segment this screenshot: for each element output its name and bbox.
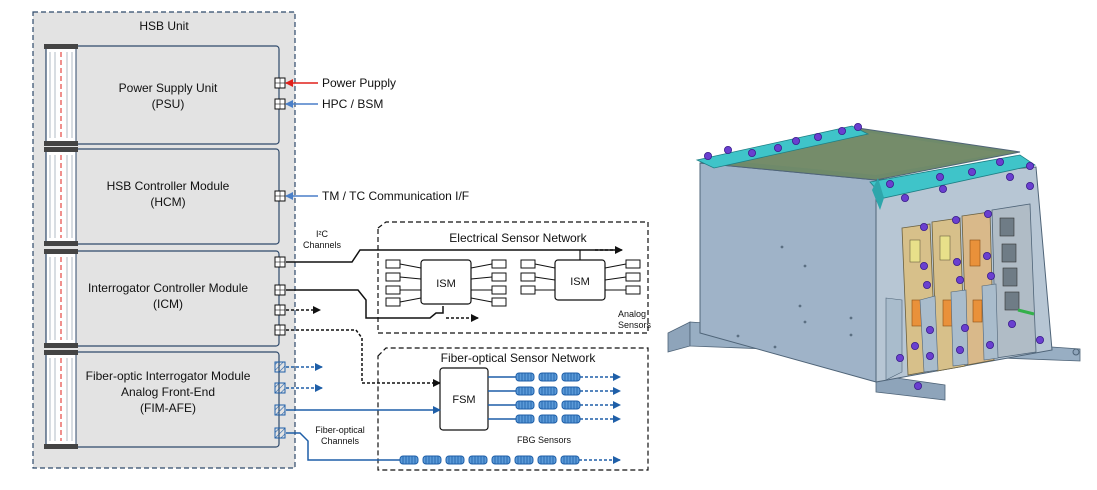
module-label-psu-0: Power Supply Unit	[119, 81, 218, 95]
module-label-hcm-1: (HCM)	[150, 195, 185, 209]
ism-left	[420, 259, 472, 305]
module-label-icm-0: Interrogator Controller Module	[88, 281, 248, 295]
module-label-hcm-0: HSB Controller Module	[107, 179, 230, 193]
fiber-optical-sensor-network: Fiber-optical Sensor Network FSM Fiber-o…	[286, 329, 649, 471]
hsb-unit-frame	[32, 11, 296, 469]
enclosure-render	[667, 123, 1081, 401]
fsm	[439, 367, 489, 431]
module-label-fim-afe-1: Analog Front-End	[121, 385, 215, 399]
psu-interfaces: Power Pupply HPC / BSM TM / TC Communica…	[285, 76, 469, 203]
ism-left-label: ISM	[436, 278, 456, 290]
hpc-bsm-label: HPC / BSM	[322, 97, 383, 111]
ism-right-sensors	[520, 259, 641, 295]
module-hcm: HSB Controller Module (HCM)	[44, 147, 286, 246]
card-slots	[885, 203, 1037, 381]
enclosure-front-face	[699, 162, 877, 383]
fiber-channels-label-2: Channels	[321, 436, 360, 446]
power-supply-label: Power Pupply	[322, 76, 396, 90]
fbg-bottom-chain	[399, 455, 621, 465]
module-icm: Interrogator Controller Module (ICM)	[44, 249, 286, 348]
tmtc-label: TM / TC Communication I/F	[322, 189, 469, 203]
analog-sensors-label-1: Analog	[618, 309, 646, 319]
fiber-network-title: Fiber-optical Sensor Network	[441, 351, 597, 365]
port-fim-afe-1	[274, 382, 286, 394]
module-label-fim-afe-2: (FIM-AFE)	[140, 401, 196, 415]
port-fim-afe-2	[274, 404, 286, 416]
electrical-sensor-network: Electrical Sensor Network ISM ISM Analog	[286, 221, 652, 334]
fsm-label: FSM	[452, 394, 475, 406]
fbg-sensors-label: FBG Sensors	[517, 435, 572, 445]
module-label-fim-afe-0: Fiber-optic Interrogator Module	[86, 369, 251, 383]
module-label-icm-1: (ICM)	[153, 297, 183, 311]
analog-sensors-label-2: Sensors	[618, 320, 652, 330]
port-fim-afe-3	[274, 427, 286, 439]
i2c-channels-label-1: I²C	[316, 229, 328, 239]
hsb-unit: HSB Unit Power Supply Unit (PSU) HSB Contr…	[32, 11, 296, 469]
electrical-network-title: Electrical Sensor Network	[449, 231, 587, 245]
ism-left-sensors	[385, 259, 507, 307]
module-label-psu-1: (PSU)	[152, 97, 185, 111]
port-fim-afe-0	[274, 361, 286, 373]
fiber-channels-label-1: Fiber-optical	[315, 425, 365, 435]
hsb-unit-title: HSB Unit	[139, 19, 189, 33]
ism-right-label: ISM	[570, 276, 590, 288]
i2c-channels-label-2: Channels	[303, 240, 342, 250]
fbg-rows	[488, 372, 621, 424]
